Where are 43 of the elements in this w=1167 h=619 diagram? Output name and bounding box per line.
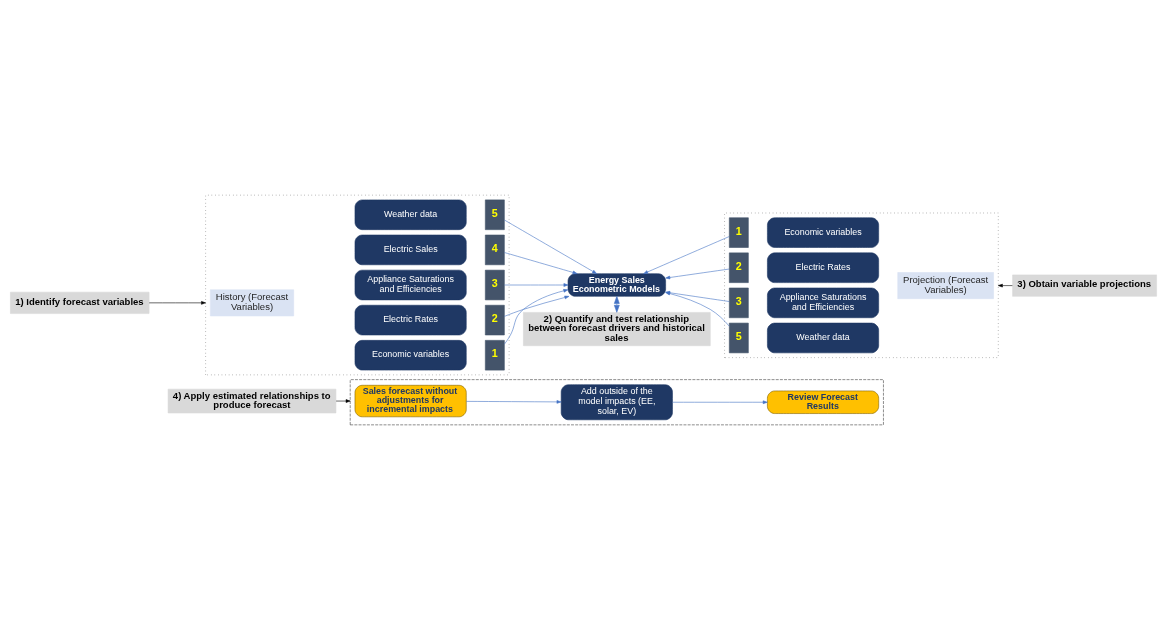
node-box: 3	[485, 269, 505, 300]
cluster	[205, 194, 510, 375]
node-box: Projection (Forecast Variables)	[897, 271, 994, 299]
node-box: 2	[729, 252, 749, 283]
node-box: 3) Obtain variable projections	[1012, 274, 1157, 297]
node-box: 5	[485, 199, 505, 230]
node-box: 2	[485, 304, 505, 335]
node-box: 5	[729, 322, 749, 353]
node-box: Appliance Saturations and Efficiencies	[767, 287, 879, 318]
arrow	[504, 219, 597, 274]
node-box: 4	[485, 234, 505, 265]
node-box: Weather data	[767, 322, 879, 353]
node-box: Appliance Saturations and Efficiencies	[354, 269, 467, 300]
node-box: Electric Rates	[767, 252, 879, 283]
arrow	[665, 268, 730, 279]
node-box: Weather data	[354, 199, 467, 230]
arrow	[504, 288, 569, 344]
node-box: 1) Identify forecast variables	[10, 291, 150, 314]
node-box: Add outside of the model impacts (EE, solar, EV)	[560, 383, 673, 420]
node-box: History (Forecast Variables)	[210, 288, 294, 316]
node-box: 3	[729, 287, 749, 318]
arrow	[148, 300, 206, 305]
cluster	[349, 378, 884, 425]
node-box: 2) Quantify and test relationship between forecast drivers and historical sales	[523, 311, 711, 346]
node-box: 1	[485, 339, 505, 370]
node-box: 4) Apply estimated relationships to produce forecast	[167, 388, 337, 413]
node-box: Electric Sales	[354, 234, 467, 265]
node-box: Electric Rates	[354, 304, 467, 335]
node-box: Economic variables	[354, 339, 467, 370]
node-box: Sales forecast without adjustments for incremental impacts	[354, 384, 467, 417]
arrow	[504, 282, 569, 287]
cluster	[724, 212, 999, 358]
arrow	[504, 295, 570, 317]
arrow	[672, 400, 768, 404]
arrow	[504, 251, 578, 274]
arrow	[466, 399, 562, 404]
node-box: Review Forecast Results	[767, 390, 879, 414]
node-box: 1	[729, 216, 749, 248]
arrow	[643, 235, 730, 274]
arrow	[614, 295, 620, 313]
arrow	[335, 398, 351, 403]
node-box: Economic variables	[767, 216, 879, 248]
arrow	[998, 283, 1013, 287]
